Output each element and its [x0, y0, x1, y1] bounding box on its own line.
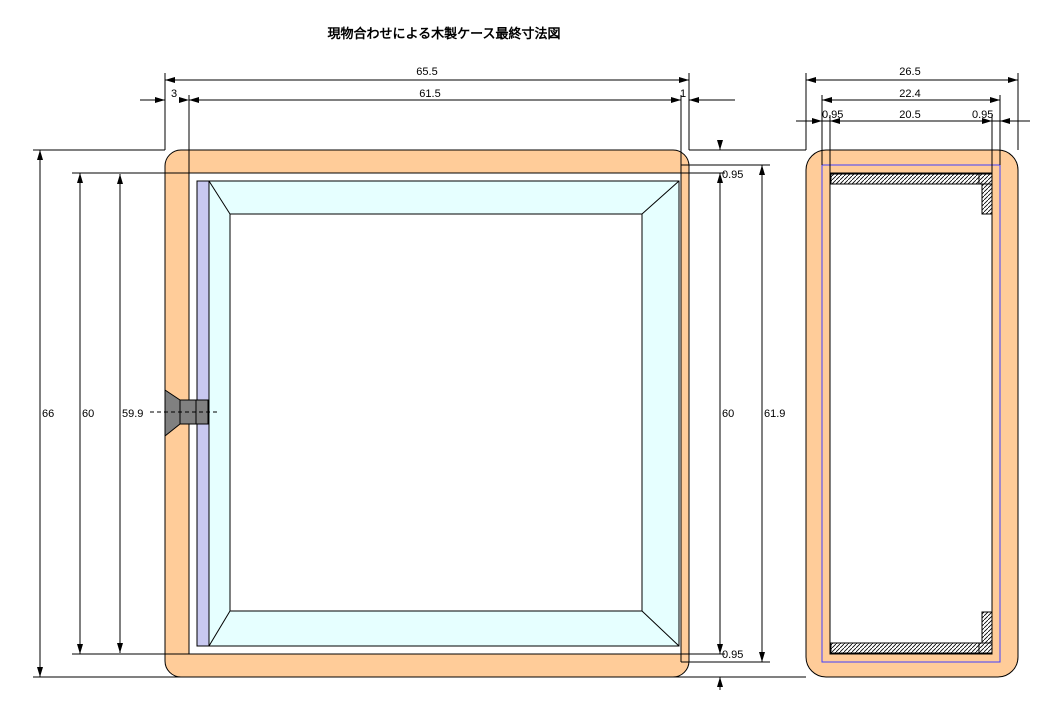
front-view	[150, 149, 690, 678]
dim-inner-width: 61.5	[419, 88, 440, 100]
dim-right-inner-height: 60	[722, 408, 734, 420]
side-inner-opening	[829, 172, 993, 655]
dim-overall-width: 65.5	[416, 66, 437, 78]
drawing-title: 現物合わせによる木製ケース最終寸法図	[328, 26, 561, 42]
dim-inner-height: 60	[82, 408, 94, 420]
dim-top-gap: 0.95	[722, 169, 743, 181]
dim-side-left-gap: 0.95	[822, 109, 843, 121]
dim-side-right-gap: 0.95	[972, 109, 993, 121]
side-view	[805, 149, 1019, 678]
dim-right-wall: 1	[680, 88, 686, 100]
dim-panel-height: 59.9	[122, 408, 143, 420]
dim-bottom-gap: 0.95	[722, 649, 743, 661]
dim-side-middle-width: 20.5	[899, 109, 920, 121]
dim-side-overall-width: 26.5	[899, 66, 920, 78]
side-top-lip	[981, 183, 993, 215]
side-bottom-lip	[981, 611, 993, 644]
dimension-labels: 65.5 3 61.5 1 66 60 59.9 0.95 60 61.9 0.…	[42, 66, 993, 661]
side-bottom-ledge	[830, 642, 980, 654]
screw	[150, 389, 220, 438]
dim-right-outer-height: 61.9	[764, 408, 785, 420]
dim-overall-height: 66	[42, 408, 54, 420]
dim-left-wall: 3	[171, 88, 177, 100]
side-blue-outline	[821, 164, 1001, 663]
dim-side-inner-width: 22.4	[899, 88, 920, 100]
side-top-ledge	[830, 173, 980, 185]
dimension-lines	[33, 73, 1030, 690]
front-inner-window	[229, 213, 643, 612]
